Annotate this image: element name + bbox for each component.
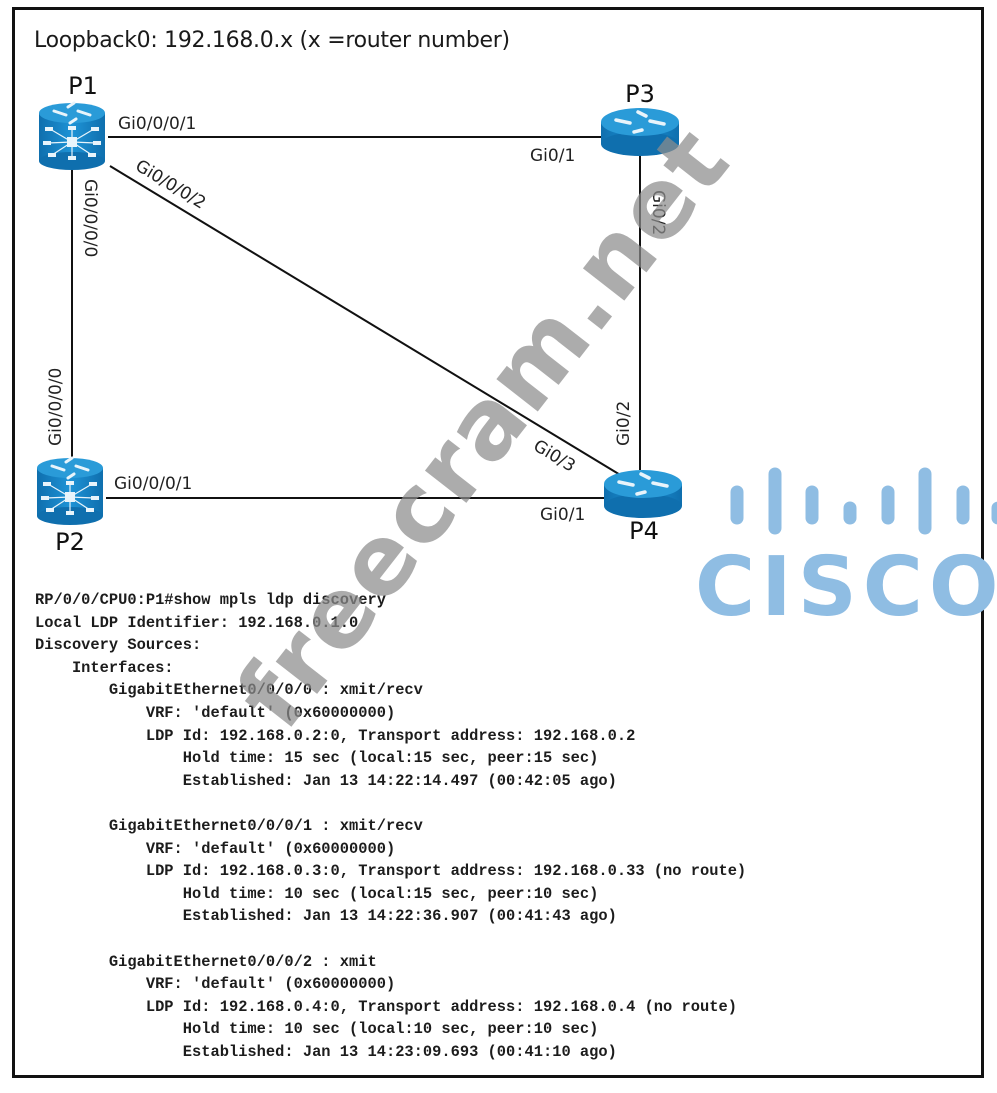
if-label-p1-gi0-0-0-0: Gi0/0/0/0 [80,179,100,258]
cli-line: GigabitEthernet0/0/0/1 : xmit/recv [35,816,423,835]
cli-line: Hold time: 10 sec (local:15 sec, peer:10… [35,884,599,903]
cli-line: GigabitEthernet0/0/0/2 : xmit [35,952,377,971]
cli-blank-line [35,928,746,951]
cli-line: VRF: 'default' (0x60000000) [35,703,396,722]
cli-blank-line [35,792,746,815]
if-label-p2-gi0-0-0-0: Gi0/0/0/0 [46,367,66,446]
cisco-logo-text: CISCO [695,540,997,635]
cli-line: Established: Jan 13 14:23:09.693 (00:41:… [35,1042,617,1061]
diagram-title: Loopback0: 192.168.0.x (x =router number… [34,28,510,53]
cli-line: RP/0/0/CPU0:P1#show mpls ldp discovery [35,591,386,609]
if-label-p3-gi0-1: Gi0/1 [530,146,576,166]
router-p3-icon[interactable] [601,108,679,156]
if-label-p3-gi0-2: Gi0/2 [648,190,668,236]
cli-line: Established: Jan 13 14:22:14.497 (00:42:… [35,771,617,790]
router-p1-icon[interactable] [39,101,105,170]
if-label-p2-gi0-0-0-1: Gi0/0/0/1 [114,474,193,494]
cisco-bridge-bars-icon [730,467,997,535]
cli-line: VRF: 'default' (0x60000000) [35,839,396,858]
if-label-p4-gi0-1: Gi0/1 [540,505,586,525]
router-p2-icon[interactable] [37,456,103,525]
cli-line: VRF: 'default' (0x60000000) [35,975,396,994]
cli-line: LDP Id: 192.168.0.3:0, Transport address… [35,862,747,881]
if-label-p1-gi0-0-0-1: Gi0/0/0/1 [118,114,197,134]
cli-line: Discovery Sources: [35,636,202,655]
diagram-frame [12,7,984,1078]
router-label-p1: P1 [68,72,98,100]
cli-line: Interfaces: [35,658,174,677]
if-label-p4-gi0-2: Gi0/2 [614,400,634,446]
router-label-p4: P4 [629,517,659,545]
router-p4-icon[interactable] [604,470,682,518]
router-label-p3: P3 [625,80,655,108]
cli-line: Established: Jan 13 14:22:36.907 (00:41:… [35,907,617,926]
router-label-p2: P2 [55,528,85,556]
cli-line: Hold time: 15 sec (local:15 sec, peer:15… [35,749,599,768]
link-p1-p4 [109,165,623,477]
cli-line: Hold time: 10 sec (local:10 sec, peer:10… [35,1020,599,1039]
cli-line: Local LDP Identifier: 192.168.0.1.0 [35,613,359,632]
cli-line: LDP Id: 192.168.0.2:0, Transport address… [35,726,636,745]
cli-line: LDP Id: 192.168.0.4:0, Transport address… [35,997,737,1016]
cli-line: GigabitEthernet0/0/0/0 : xmit/recv [35,681,423,700]
